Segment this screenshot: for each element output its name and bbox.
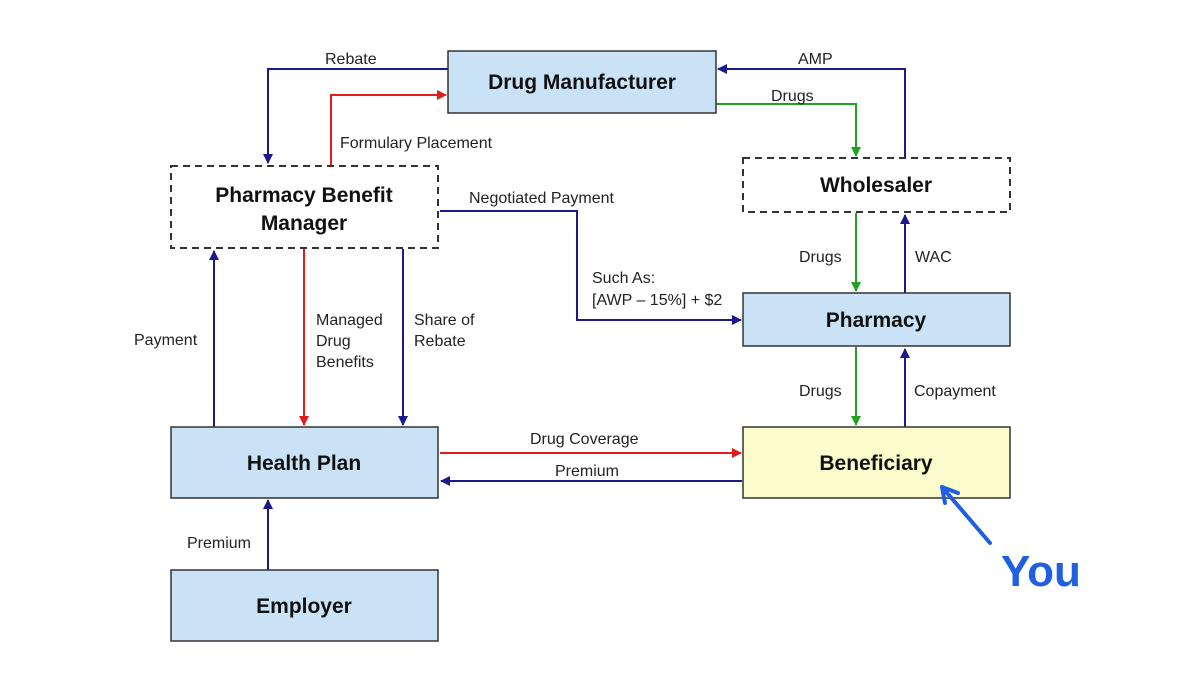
premium-employer-label: Premium — [187, 535, 251, 552]
pbm-box — [170, 165, 439, 249]
managed-label-line3: Benefits — [316, 354, 374, 371]
beneficiary-box — [742, 426, 1011, 499]
such-as-label-line2: [AWP – 15%] + $2 — [592, 292, 722, 309]
beneficiary-label: Beneficiary — [819, 452, 933, 475]
pharmacy-label: Pharmacy — [826, 309, 927, 332]
pbm-node: Pharmacy Benefit Manager — [170, 165, 439, 249]
such-as-label-line1: Such As: — [592, 270, 655, 287]
rebate-arrow — [263, 68, 448, 164]
pbm-label-line1: Pharmacy Benefit — [215, 184, 392, 207]
wholesaler-box — [742, 157, 1011, 213]
negotiated-payment-arrow — [440, 210, 742, 325]
premium-beneficiary-label: Premium — [555, 463, 619, 480]
copayment-label: Copayment — [914, 383, 996, 400]
pharmacy-box — [742, 292, 1011, 347]
drug-manufacturer-box — [447, 50, 717, 114]
beneficiary-node: Beneficiary — [742, 426, 1011, 499]
managed-label-line2: Drug — [316, 333, 351, 350]
wholesaler-node: Wholesaler — [742, 157, 1011, 213]
drugs-mfr-wholesaler-label: Drugs — [771, 88, 814, 105]
health-plan-node: Health Plan — [170, 426, 439, 499]
you-label: You — [1001, 547, 1081, 596]
negotiated-payment-label: Negotiated Payment — [469, 190, 615, 207]
formulary-placement-arrow — [330, 90, 447, 166]
drug-coverage-label: Drug Coverage — [530, 431, 639, 448]
drug-manufacturer-node: Drug Manufacturer — [447, 50, 717, 114]
share-label-line2: Rebate — [414, 333, 466, 350]
rebate-label: Rebate — [325, 51, 377, 68]
drugs-pharmacy-beneficiary-label: Drugs — [799, 383, 842, 400]
employer-box — [170, 569, 439, 642]
payment-label: Payment — [134, 332, 198, 349]
drug-manufacturer-label: Drug Manufacturer — [488, 71, 676, 94]
health-plan-label: Health Plan — [247, 452, 361, 475]
formulary-placement-label: Formulary Placement — [340, 135, 493, 152]
share-label-line1: Share of — [414, 312, 475, 329]
employer-node: Employer — [170, 569, 439, 642]
employer-label: Employer — [256, 595, 352, 618]
amp-label: AMP — [798, 51, 833, 68]
wac-label: WAC — [915, 249, 952, 266]
drugs-wholesaler-pharmacy-label: Drugs — [799, 249, 842, 266]
wholesaler-label: Wholesaler — [820, 174, 932, 197]
pharmacy-node: Pharmacy — [742, 292, 1011, 347]
pbm-label-line2: Manager — [261, 212, 347, 235]
you-pointer-arrow-icon — [940, 485, 992, 545]
amp-arrow — [717, 64, 906, 157]
health-plan-box — [170, 426, 439, 499]
you-annotation: You — [940, 485, 1081, 596]
drugs-mfr-to-wholesaler-arrow — [716, 103, 861, 157]
managed-label-line1: Managed — [316, 312, 383, 329]
